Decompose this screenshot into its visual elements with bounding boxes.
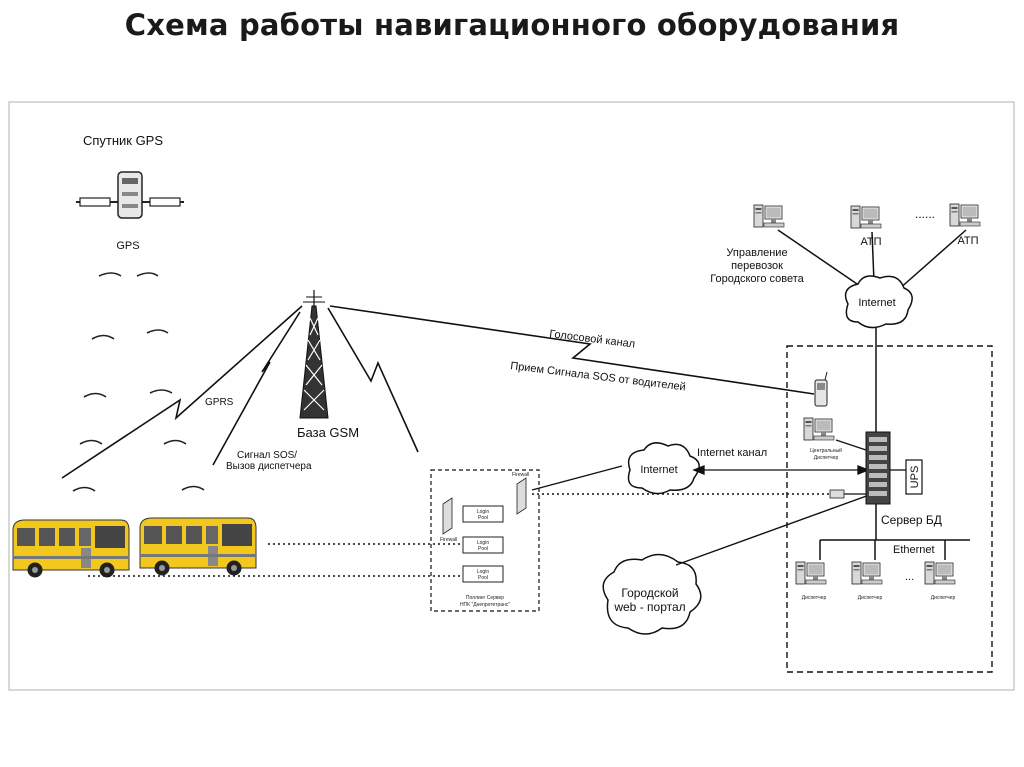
pc-icon-dispatcher-3	[924, 561, 956, 585]
ethernet-dots: ...	[905, 571, 914, 583]
gps-satellite-icon	[76, 171, 184, 219]
ups-box	[905, 459, 923, 495]
central-dispatcher-line1: Центральный	[810, 447, 842, 454]
portal-to-server-line	[675, 493, 873, 566]
poll-server-box	[430, 469, 540, 612]
firewall-label-right: Firewall	[512, 472, 529, 478]
svg-text:Pool: Pool	[478, 546, 488, 552]
mobile-phone-icon	[814, 371, 828, 407]
firewall-icon-right	[516, 477, 527, 515]
login-pool-box-2: Login Pool	[462, 536, 504, 554]
dispatcher-label-3: Диспетчер	[931, 595, 956, 601]
login-pool-box-3: Login Pool	[462, 565, 504, 583]
transport-mgmt-line1: Управление	[726, 247, 787, 259]
base-gsm-label: База GSM	[297, 425, 359, 440]
city-web-portal-cloud-icon	[602, 553, 702, 635]
server-room-box	[786, 345, 993, 673]
internet-label-top: Internet	[858, 297, 895, 309]
svg-text:Login: Login	[477, 509, 489, 515]
server-rack-icon	[865, 431, 891, 505]
svg-text:Login: Login	[477, 540, 489, 546]
dispatcher-label-1: Диспетчер	[802, 595, 827, 601]
gsm-tower-icon	[299, 290, 329, 419]
diagram-frame	[8, 101, 1015, 691]
bus-icon-1	[12, 519, 130, 578]
login-pool-box-1: Login Pool	[462, 505, 504, 523]
gps-label: GPS	[116, 240, 139, 252]
firewall-label-left: Firewall	[440, 537, 457, 543]
svg-text:Login: Login	[477, 569, 489, 575]
top-network-links	[777, 229, 967, 432]
top-ellipsis: ......	[915, 207, 935, 221]
city-portal-line2: web - портал	[613, 600, 685, 614]
central-dispatcher-line2: Диспетчер	[814, 455, 839, 461]
db-server-label: Сервер БД	[881, 513, 942, 527]
pc-icon-central-dispatcher	[803, 417, 835, 441]
atp-label-2: АТП	[957, 235, 978, 247]
internet-cloud-top-icon	[844, 275, 913, 329]
pc-icon-dispatcher-2	[851, 561, 883, 585]
bus-icon-2	[139, 517, 257, 576]
transport-mgmt-line3: Городского совета	[710, 273, 804, 285]
sos-call-line2: Вызов диспетчера	[226, 461, 312, 472]
poll-server-label-1: Поллинг Сервер	[466, 595, 504, 601]
internet-cloud-middle-icon	[627, 442, 700, 495]
sos-receive-label: Прием Сигнала SOS от водителей	[510, 360, 687, 393]
internet-channel-arrow	[692, 465, 870, 475]
firewall-icon-left	[442, 497, 453, 535]
pc-icon-dispatcher-1	[795, 561, 827, 585]
modem-icon	[829, 489, 845, 499]
voice-channel-line	[329, 305, 815, 395]
dispatcher-to-server-line	[835, 439, 867, 451]
poll-server-label-2: НПК "Днепротетранс"	[460, 602, 510, 608]
svg-text:Pool: Pool	[478, 575, 488, 581]
ethernet-label: Ethernet	[893, 544, 935, 556]
gprs-link-lines	[61, 305, 419, 479]
sos-call-line1: Сигнал SOS/	[237, 450, 297, 461]
satellite-label: Спутник GPS	[83, 133, 163, 148]
internet-channel-label: Internet канал	[697, 447, 767, 459]
atp-label-1: АТП	[860, 236, 881, 248]
pc-icon-atp-1	[850, 205, 882, 229]
voice-channel-label: Голосовой канал	[549, 328, 636, 350]
ethernet-bus	[819, 504, 970, 560]
pc-icon-atp-2	[949, 203, 981, 227]
gps-signal-waves	[72, 272, 205, 492]
city-portal-line1: Городской	[621, 586, 678, 600]
slide-title: Схема работы навигационного оборудования	[124, 8, 900, 42]
transport-mgmt-line2: перевозок	[731, 260, 783, 272]
gprs-label: GPRS	[205, 397, 234, 408]
poll-to-internet-line	[531, 465, 623, 491]
ups-label: UPS	[909, 466, 921, 489]
dispatcher-label-2: Диспетчер	[858, 595, 883, 601]
pc-icon-transport-mgmt	[753, 204, 785, 228]
internet-label-middle: Internet	[640, 464, 677, 476]
svg-text:Pool: Pool	[478, 515, 488, 521]
